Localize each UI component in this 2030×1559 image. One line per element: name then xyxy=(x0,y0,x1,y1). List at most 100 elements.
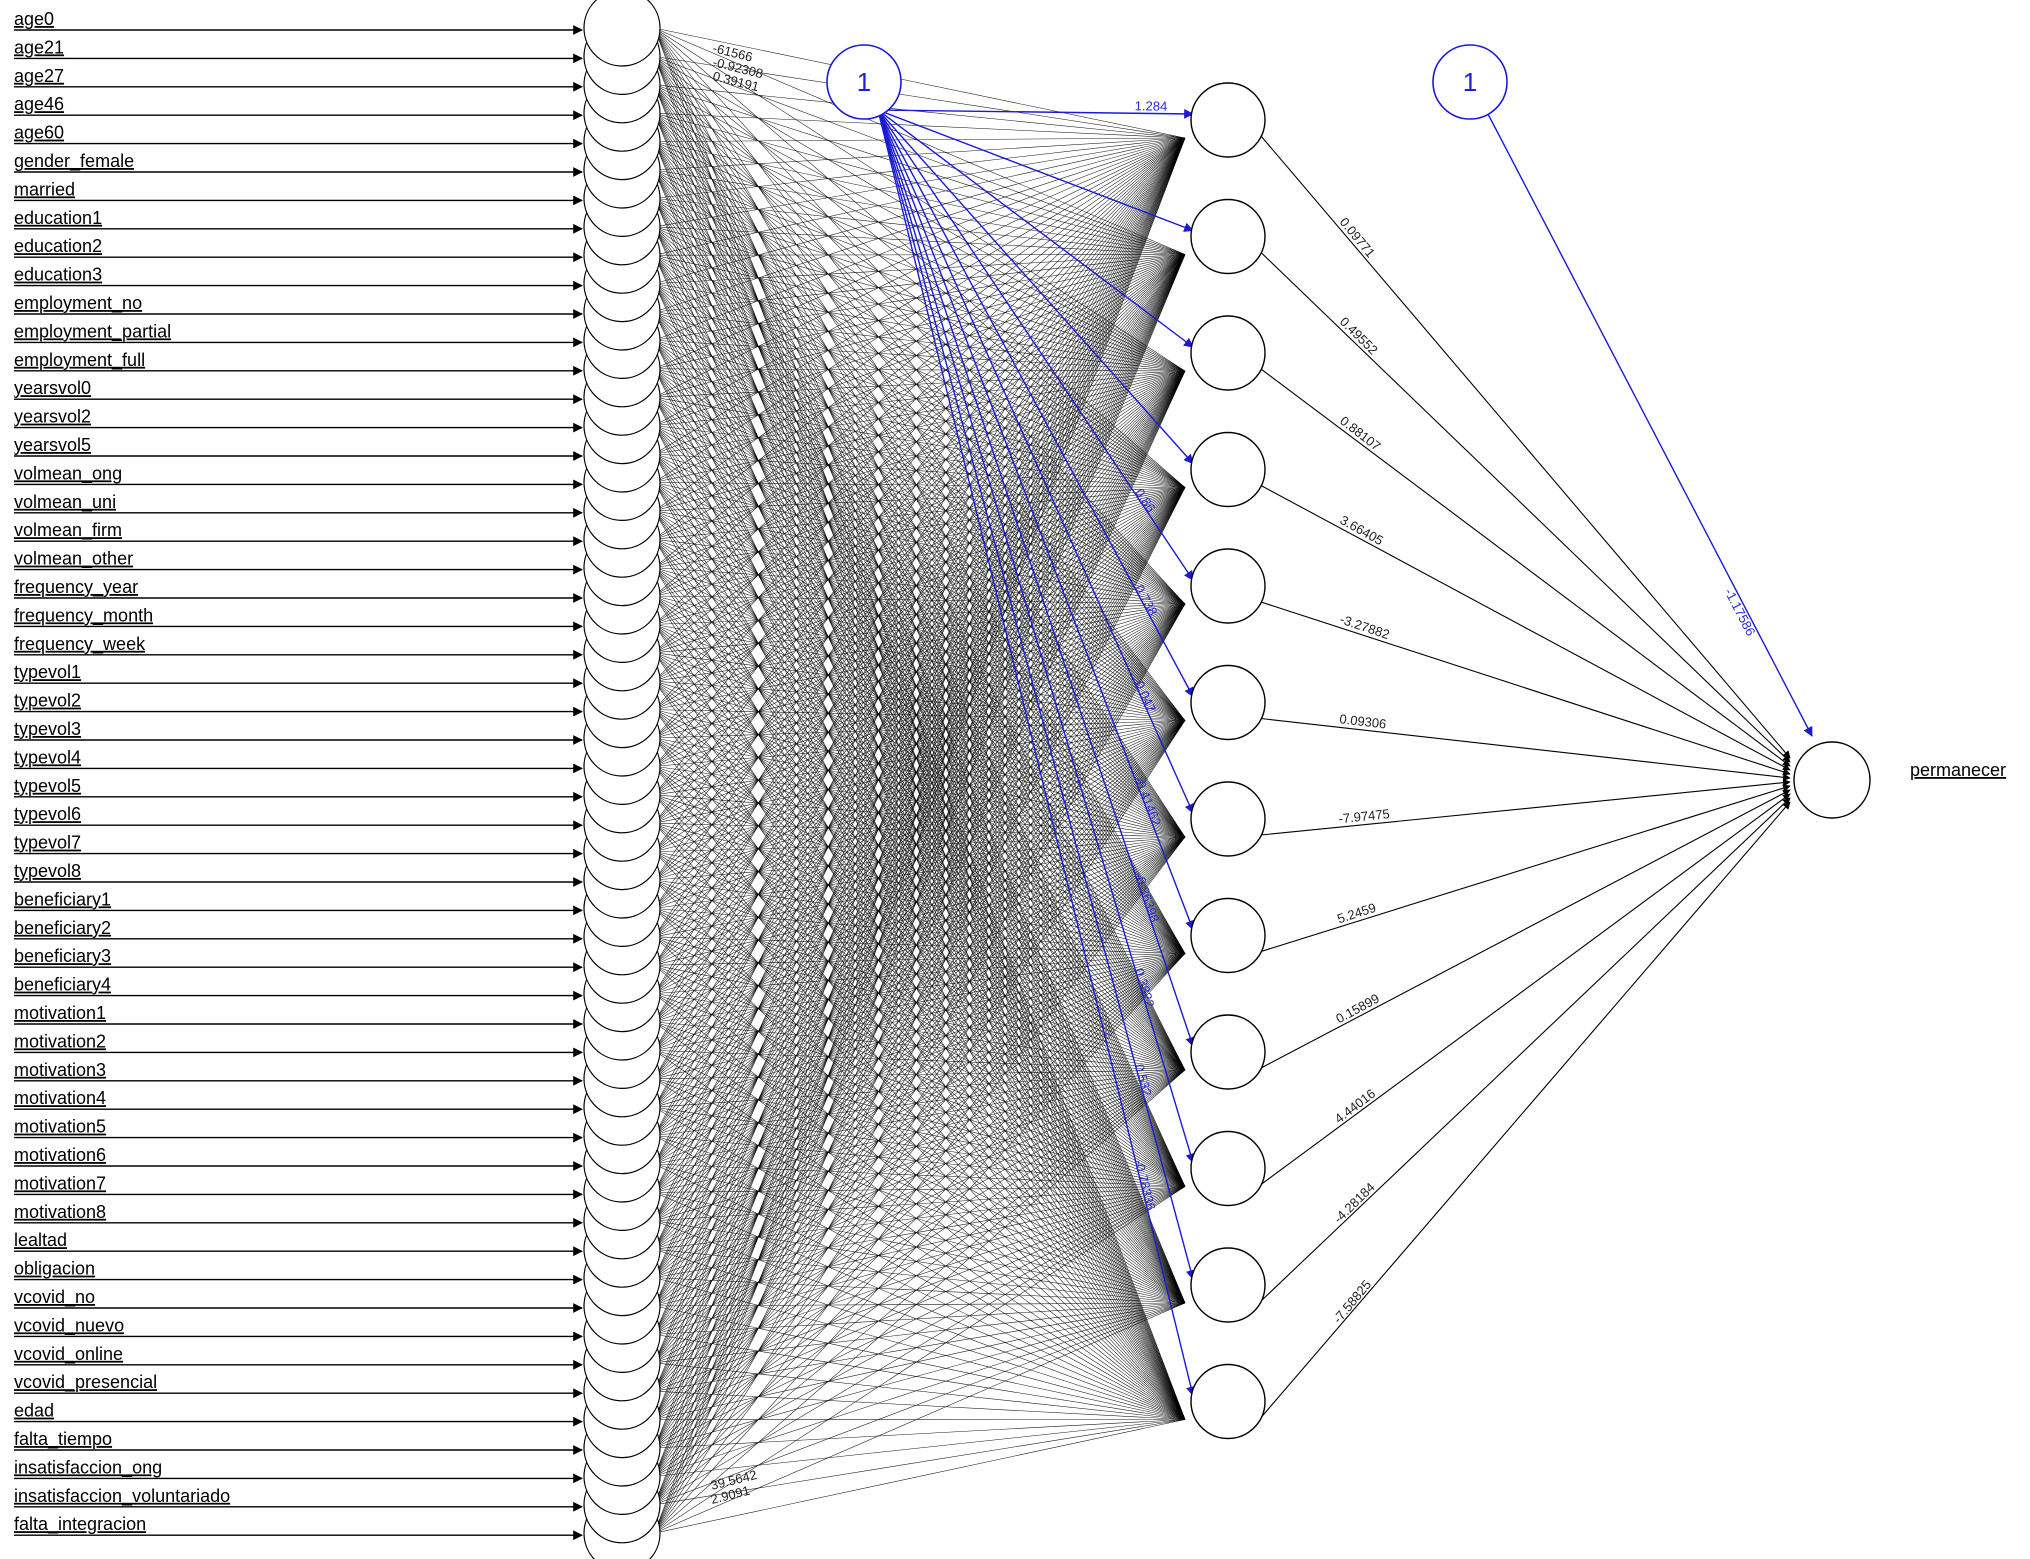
input-hidden-edge xyxy=(654,680,1186,954)
input-label-motivation6: motivation6 xyxy=(14,1145,106,1165)
input-hidden-edge xyxy=(654,624,1186,1420)
input-hidden-edge xyxy=(654,595,1186,1071)
input-hidden-edge xyxy=(654,1186,1186,1449)
input-hidden-edge xyxy=(654,953,1186,1278)
input-hidden-edge xyxy=(654,487,1186,1363)
input-nodes xyxy=(583,0,661,1559)
input-hidden-edge xyxy=(654,836,1186,909)
input-hidden-edge xyxy=(654,370,1186,710)
input-hidden-edge xyxy=(654,1069,1186,1165)
input-hidden-edge xyxy=(654,603,1186,1193)
input-hidden-edge xyxy=(654,1302,1186,1420)
input-hidden-edge xyxy=(654,370,1186,1051)
hidden-node xyxy=(1190,1130,1266,1207)
input-hidden-edge xyxy=(654,254,1186,1420)
input-hidden-edge xyxy=(654,254,1186,488)
input-hidden-edge xyxy=(654,836,1186,1136)
input-hidden-edge xyxy=(654,137,1186,483)
input-hidden-edge xyxy=(654,487,1186,540)
input-hidden-edge xyxy=(654,254,1186,483)
input-hidden-edge xyxy=(654,254,1186,1534)
input-hidden-edge xyxy=(654,487,1186,1136)
input-hidden-edge xyxy=(654,603,1186,682)
input-hidden-edge xyxy=(654,652,1186,1304)
input-hidden-edge xyxy=(654,538,1186,605)
input-hidden-edge xyxy=(654,953,1186,1392)
input-hidden-edge xyxy=(654,370,1186,852)
input-hidden-edge xyxy=(654,953,1186,1136)
bias-hidden-edge xyxy=(877,109,1194,581)
input-label-volmean-uni: volmean_uni xyxy=(14,492,116,513)
input-hidden-edge xyxy=(654,720,1186,824)
input-hidden-edge xyxy=(654,836,1186,1080)
input-hidden-edge xyxy=(654,953,1186,994)
input-hidden-edge xyxy=(654,603,1186,1477)
input-hidden-edge xyxy=(654,137,1186,398)
input-hidden-edge xyxy=(654,851,1186,1304)
input-hidden-edge xyxy=(654,822,1186,1187)
input-hidden-edge xyxy=(654,56,1186,255)
hidden-output-edge xyxy=(1260,797,1791,1302)
input-hidden-edge xyxy=(654,1302,1186,1534)
input-hidden-edge xyxy=(654,311,1186,372)
input-hidden-edge xyxy=(654,510,1186,838)
input-hidden-edge xyxy=(654,137,1186,199)
input-hidden-edge xyxy=(654,453,1186,721)
input-hidden-edge xyxy=(654,370,1186,1392)
input-hidden-edge xyxy=(654,567,1186,1187)
input-hidden-edge xyxy=(654,595,1186,1187)
input-hidden-edge xyxy=(654,1069,1186,1278)
bias-edges xyxy=(877,108,1196,1397)
input-hidden-edge xyxy=(654,141,1186,255)
input-hidden-edge xyxy=(654,1186,1186,1307)
input-hidden-edge xyxy=(654,370,1186,426)
input-label-education2: education2 xyxy=(14,236,102,256)
input-label-education3: education3 xyxy=(14,265,102,285)
hidden-node xyxy=(1190,431,1266,508)
input-hidden-edge xyxy=(654,539,1186,1304)
input-hidden-edge xyxy=(654,487,1186,1108)
input-hidden-edge xyxy=(654,254,1186,1165)
input-hidden-edge xyxy=(654,254,1186,568)
input-hidden-edge xyxy=(654,766,1186,838)
input-label-beneficiary1: beneficiary1 xyxy=(14,889,111,909)
bias-node-input-layer xyxy=(826,44,902,120)
input-label-vcovid-no: vcovid_no xyxy=(14,1287,95,1308)
input-hidden-edge xyxy=(654,1302,1186,1477)
input-hidden-edge xyxy=(654,539,1186,1420)
input-hidden-edge xyxy=(654,1078,1186,1187)
input-hidden-edge xyxy=(654,595,1186,605)
input-hidden-edge xyxy=(654,1302,1186,1307)
input-hidden-edge xyxy=(654,137,1186,1534)
input-hidden-edge xyxy=(654,836,1186,1449)
input-hidden-edge xyxy=(654,879,1186,1187)
input-hidden-edge xyxy=(654,567,1186,1071)
input-hidden-edge xyxy=(654,836,1186,1392)
input-hidden-edge xyxy=(654,487,1186,881)
input-hidden-edge xyxy=(654,137,1186,284)
input-hidden-edge xyxy=(654,487,1186,1051)
input-hidden-edge xyxy=(654,1186,1186,1534)
input-hidden-edge xyxy=(654,953,1186,1449)
output-node-group: permanecer xyxy=(1793,741,2006,819)
input-hidden-edge xyxy=(654,603,1186,1250)
hidden-output-edge xyxy=(1260,778,1791,836)
input-hidden-edge xyxy=(654,137,1186,795)
input-label-motivation2: motivation2 xyxy=(14,1031,106,1051)
input-hidden-edge xyxy=(654,370,1186,739)
connection-edges xyxy=(654,27,1186,1534)
input-hidden-edge xyxy=(654,370,1186,909)
input-label-vcovid-online: vcovid_online xyxy=(14,1344,123,1365)
input-hidden-edge xyxy=(654,720,1186,739)
input-hidden-edge xyxy=(654,370,1186,1307)
bias-hidden-edge xyxy=(877,109,1194,814)
input-label-falta-tiempo: falta_tiempo xyxy=(14,1429,112,1450)
input-hidden-edge xyxy=(654,254,1186,1051)
input-hidden-edge xyxy=(654,510,1186,954)
input-hidden-edge xyxy=(654,720,1186,1136)
input-hidden-edge xyxy=(654,1106,1186,1187)
input-hidden-edge xyxy=(654,370,1186,654)
input-hidden-edge xyxy=(654,254,1186,1250)
input-label-typevol7: typevol7 xyxy=(14,833,81,853)
